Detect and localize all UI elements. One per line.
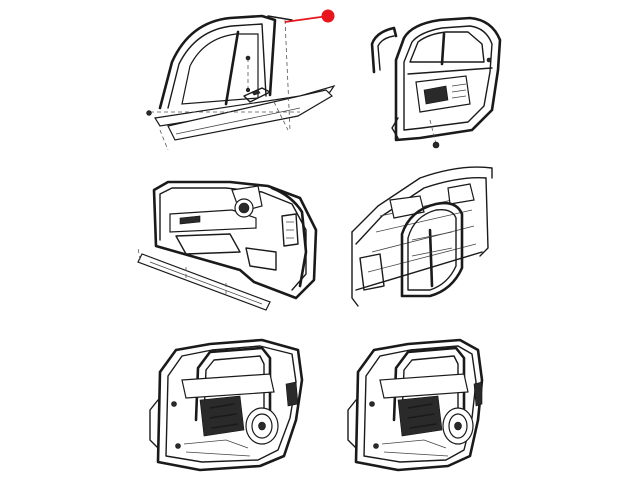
screw-icon	[245, 55, 251, 61]
weatherstrip-loop	[400, 201, 464, 298]
roof-rail-inner	[355, 177, 487, 245]
latch-icon	[473, 381, 483, 407]
map-pocket	[175, 233, 241, 255]
lower-cables	[183, 439, 251, 457]
glass-run-channel-inner	[401, 355, 459, 417]
door-shell-outline	[156, 338, 304, 472]
assembly-line-6	[429, 119, 437, 145]
roof-rail	[351, 166, 493, 233]
lower-cables	[381, 439, 449, 457]
panel-door-trim-panel-with-mirror	[137, 180, 318, 311]
grommet-icon	[432, 141, 440, 149]
callout-dot-icon	[321, 9, 335, 23]
sill-edge	[149, 261, 263, 305]
window-opening	[409, 31, 485, 63]
screw-icon	[171, 401, 177, 407]
seal-strip	[370, 26, 398, 74]
bracket-clip	[251, 89, 261, 96]
belt-line	[407, 67, 493, 75]
door-shell-outline	[354, 338, 484, 472]
screw-icon	[175, 443, 181, 449]
window-glass	[181, 33, 259, 105]
panel-door-outer-frame-seal	[370, 16, 502, 149]
weatherstrip-inner	[407, 208, 457, 291]
glass-run-inner	[167, 23, 267, 109]
bracket-ribs	[286, 221, 294, 239]
panel-ribs	[451, 83, 467, 99]
panel-door-inner-frame-a	[149, 338, 304, 472]
frame-pillar	[440, 32, 446, 66]
screw-icon	[146, 110, 152, 116]
seal-strip-inner	[377, 35, 395, 71]
screw-icon	[373, 443, 379, 449]
door-frame-inner	[403, 25, 493, 131]
regulator-ribs	[407, 403, 437, 429]
panel-body-opening-weatherstrip	[351, 166, 493, 307]
rear-seat-bracket	[447, 183, 475, 205]
door-shell-edge	[270, 186, 308, 288]
glass-run-channel-inner	[203, 355, 265, 417]
mirror-knob-icon	[238, 202, 250, 214]
hinge-pillar-panel	[359, 253, 385, 291]
assembly-line-3	[159, 129, 169, 151]
leader-line	[267, 15, 293, 21]
armrest	[169, 209, 257, 233]
door-shell-inner	[363, 345, 477, 463]
seat-bracket	[389, 195, 425, 219]
screw-icon	[369, 401, 375, 407]
callout-marker	[284, 9, 335, 23]
lower-trim-insert	[245, 247, 277, 271]
glass-run-outer	[158, 14, 277, 110]
opening-reference-lines	[411, 231, 453, 257]
sill-assembly-lines	[137, 247, 227, 294]
belt-reinforcement	[379, 373, 469, 399]
b-pillar	[479, 177, 489, 257]
lower-sash-channel	[167, 89, 333, 141]
floor-structure-lines	[367, 195, 477, 273]
callout-leader	[284, 15, 329, 23]
door-frame-outer	[394, 16, 502, 142]
regulator-ribs	[209, 403, 239, 429]
glass-run-channel	[392, 346, 466, 422]
panel-door-inner-frame-b	[347, 338, 484, 472]
assembly-line-5	[273, 101, 289, 131]
hinge-face	[347, 399, 357, 449]
latch-icon	[285, 381, 299, 407]
speaker-cap-icon	[454, 421, 462, 431]
screw-icon	[486, 57, 492, 63]
panel-glass-run-window-assembly	[146, 14, 336, 151]
speaker-cap-icon	[258, 421, 266, 431]
glass-run-channel	[194, 346, 272, 422]
trim-panel-outline	[152, 180, 318, 300]
division-channel	[224, 30, 240, 106]
door-shell-inner	[165, 345, 297, 463]
inner-bracket	[281, 213, 299, 247]
switch-bezel	[179, 215, 201, 225]
a-pillar	[351, 231, 359, 307]
hinge-edge	[391, 117, 399, 139]
weatherstrip-divider	[428, 228, 434, 288]
assembly-line-1	[284, 19, 291, 131]
hinge-face	[149, 399, 159, 449]
screw-icon	[245, 87, 251, 93]
belt-reinforcement	[181, 373, 275, 399]
speaker-housing	[423, 85, 449, 105]
